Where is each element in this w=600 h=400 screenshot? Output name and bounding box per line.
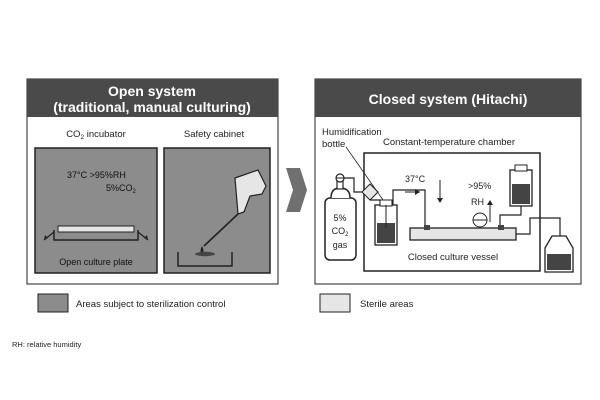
chamber-bottle [509,164,533,207]
humidification-label-line1: Humidification [322,127,382,138]
incubator-box [34,147,158,274]
recirculation-tube [499,206,522,228]
humidifier-pointer-line [345,146,384,201]
gas-label-line2: CO2 [332,226,350,238]
humidification-label-line2: bottle [322,139,345,150]
safety-cabinet-box [163,147,271,274]
external-waste-bottle [544,235,574,273]
closed-system-panel: Closed system (Hitachi) Humidification b… [314,78,582,285]
open-culture-plate-icon [43,225,149,241]
cabinet-label: Safety cabinet [184,129,245,140]
output-tube [516,217,561,236]
open-panel-title-line1: Open system [108,83,196,99]
culture-dish-icon [177,251,233,267]
incubator-condition-1: 37°C >95%RH [67,170,126,180]
open-panel-title-line2: (traditional, manual culturing) [53,99,251,115]
closed-panel-title: Closed system (Hitachi) [369,91,528,107]
footnote: RH: relative humidity [12,340,81,349]
gas-label-line1: 5% [333,213,346,223]
vessel-label: Closed culture vessel [408,252,498,263]
closed-panel-header [315,79,581,117]
legend-label-sterilization: Areas subject to sterilization control [76,299,225,310]
rh-label: RH [471,197,484,207]
pipette-icon [200,169,267,254]
humidified-gas-tube [392,189,426,228]
gas-cylinder [324,173,357,261]
legend: Areas subject to sterilization control S… [37,293,414,313]
legend-label-sterile: Sterile areas [360,299,414,310]
open-panel-header [27,79,278,117]
gas-label-line3: gas [333,240,348,250]
open-culture-plate-label: Open culture plate [59,257,133,267]
humidity-label: >95% [468,181,491,191]
temperature-label: 37°C [405,174,426,184]
transition-arrow [286,168,307,212]
humidification-bottle [374,199,398,246]
legend-swatch-sterile [319,293,351,313]
open-system-panel: Open system (traditional, manual culturi… [26,78,279,285]
legend-swatch-sterilization [37,293,69,313]
incubator-condition-2: 5%CO2 [106,183,137,195]
incubator-label: CO2 incubator [66,129,126,141]
chamber-label: Constant-temperature chamber [383,137,515,148]
